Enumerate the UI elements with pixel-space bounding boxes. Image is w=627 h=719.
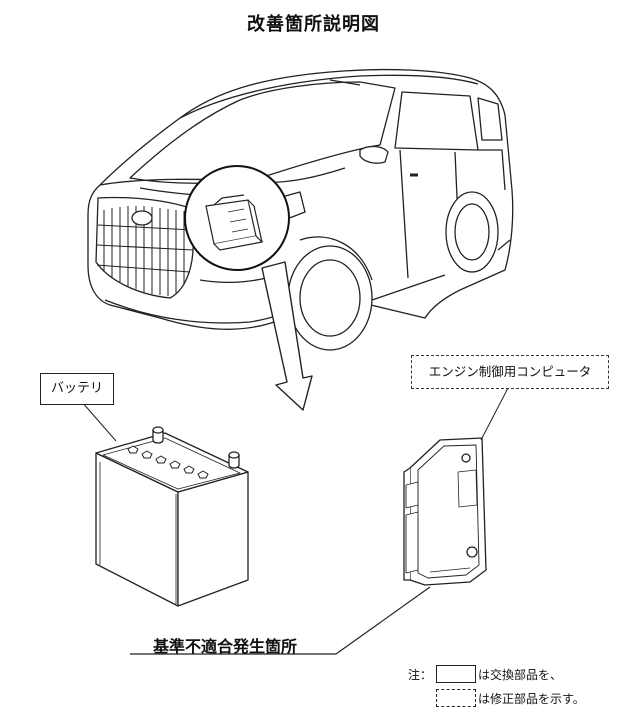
ecu-illustration [403,437,487,586]
callout-arrow [261,261,313,411]
legend-solid-box [436,665,476,683]
legend-dashed-box [436,689,476,707]
ecu-leader-line [480,387,509,441]
legend-corrected-text: は修正部品を示す。 [478,692,585,706]
ecu-label: エンジン制御用コンピュータ [411,355,609,389]
legend-replaced-text: は交換部品を、 [478,668,563,682]
battery-leader-line [81,401,117,442]
vehicle-illustration [87,68,514,351]
page-title: 改善箇所説明図 [247,14,380,35]
defect-leader-line [130,586,431,655]
battery-illustration [95,426,249,607]
ecu-in-vehicle-icon [205,194,264,251]
grille-slats [96,206,194,296]
battery-label: バッテリ [40,373,114,405]
legend-prefix: 注： [408,668,433,682]
defect-location-label: 基準不適合発生箇所 [153,637,298,656]
